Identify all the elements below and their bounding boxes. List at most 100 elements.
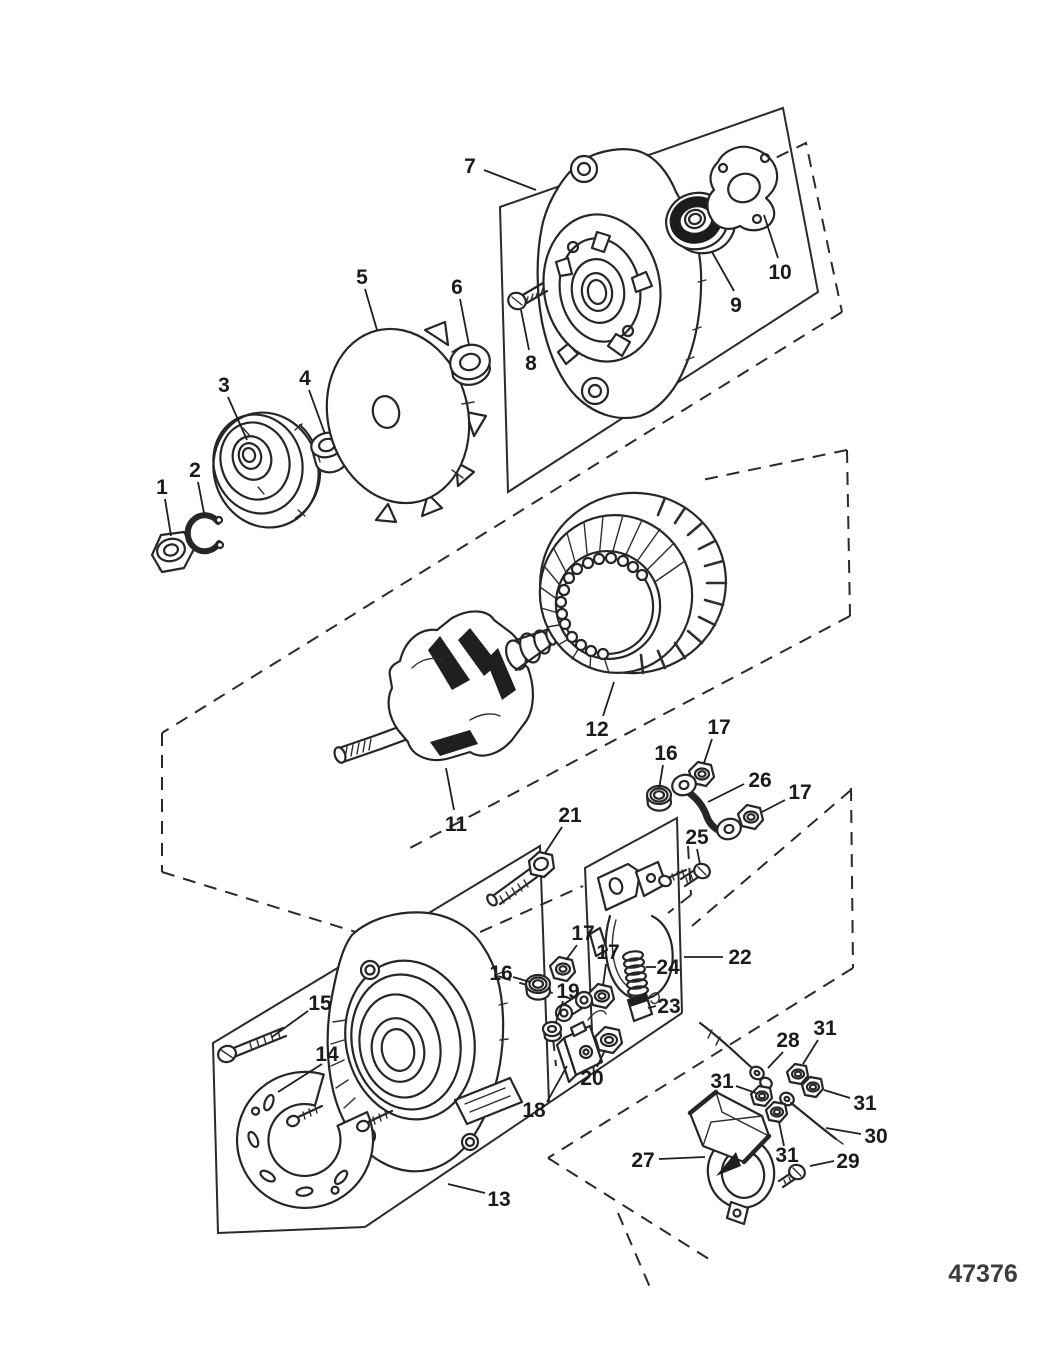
callout-label-31-36: 31 xyxy=(775,1144,799,1167)
cover-panel-dashed xyxy=(547,787,854,1293)
part-31-nut xyxy=(800,1075,825,1099)
callout-label-25-19: 25 xyxy=(685,826,709,849)
callout-label-10-9: 10 xyxy=(768,261,791,284)
callout-label-11-10: 11 xyxy=(445,813,468,836)
callout-leader-2-1 xyxy=(197,481,205,514)
part-25-screw xyxy=(679,862,711,888)
callout-leader-17-25 xyxy=(602,963,607,987)
callout-leader-28-31 xyxy=(767,1051,784,1069)
callout-leader-12-11 xyxy=(602,681,615,717)
callout-label-29-37: 29 xyxy=(836,1150,859,1173)
part-5-fan xyxy=(325,320,488,524)
part-3-pulley xyxy=(212,411,322,529)
callout-leader-16-15 xyxy=(658,764,664,790)
callout-label-4-3: 4 xyxy=(299,367,311,390)
callout-leader-20-28 xyxy=(596,1049,606,1068)
callout-label-30-35: 30 xyxy=(864,1125,887,1148)
callout-label-6-5: 6 xyxy=(451,276,463,299)
callout-label-13-12: 13 xyxy=(487,1188,510,1211)
callout-leader-6-5 xyxy=(459,298,470,346)
callout-leader-26-17 xyxy=(707,783,745,803)
parts-layer xyxy=(150,145,844,1226)
callout-label-21-20: 21 xyxy=(558,804,582,827)
part-26-link-strap xyxy=(671,773,742,841)
rear-housing-panel xyxy=(211,844,683,1235)
callout-label-26-17: 26 xyxy=(748,769,771,792)
callout-leader-31-33 xyxy=(735,1085,757,1094)
figure-number: 47376 xyxy=(948,1260,1018,1288)
part-23-brush xyxy=(626,992,660,1023)
callout-label-28-31: 28 xyxy=(776,1029,800,1052)
callout-leader-1-0 xyxy=(164,498,172,537)
callout-label-15-14: 15 xyxy=(308,992,332,1015)
callout-label-1-0: 1 xyxy=(156,476,168,499)
part-6-collar xyxy=(449,343,492,386)
callout-leader-31-32 xyxy=(802,1039,819,1065)
part-16-nut xyxy=(524,973,552,1001)
callout-label-9-8: 9 xyxy=(730,294,742,317)
callout-label-27-30: 27 xyxy=(631,1149,654,1172)
callout-label-8-7: 8 xyxy=(525,352,537,375)
part-2-lock-ring xyxy=(184,512,225,555)
callout-label-18-29: 18 xyxy=(522,1099,546,1122)
callout-label-17-24: 17 xyxy=(571,922,594,945)
callout-label-5-4: 5 xyxy=(356,266,368,289)
part-13-rear-housing xyxy=(326,911,524,1173)
callout-leader-15-14 xyxy=(271,1010,309,1038)
callout-label-20-28: 20 xyxy=(580,1067,603,1090)
front-housing-panel xyxy=(498,106,820,494)
callout-leader-18-29 xyxy=(546,1065,568,1103)
part-8-screw xyxy=(507,281,549,311)
part-30-lead-wire xyxy=(779,1091,844,1145)
callout-label-17-16: 17 xyxy=(707,716,730,739)
part-31-nut xyxy=(749,1084,774,1108)
panel-boxes xyxy=(161,106,854,1293)
callout-leader-29-37 xyxy=(809,1160,835,1167)
callout-label-24-22: 24 xyxy=(656,956,680,979)
callout-leader-17-16 xyxy=(703,738,713,764)
callout-leader-5-4 xyxy=(364,288,378,331)
part-15-screw-long xyxy=(217,1026,288,1064)
part-1-pulley-nut xyxy=(150,530,196,574)
callout-label-19-27: 19 xyxy=(556,980,579,1003)
part-24-brush-spring xyxy=(621,950,650,997)
part-17-nut xyxy=(736,803,765,831)
callout-leader-7-6 xyxy=(483,169,537,191)
part-7-front-housing xyxy=(536,148,709,420)
part-14-rectifier-plate xyxy=(236,1070,375,1210)
callout-label-7-6: 7 xyxy=(464,155,476,178)
callout-leader-11-10 xyxy=(445,767,455,811)
part-10-bearing-retainer xyxy=(706,145,779,232)
callout-label-14-13: 14 xyxy=(315,1043,339,1066)
callout-label-3-2: 3 xyxy=(218,374,230,397)
part-31-nut xyxy=(785,1062,810,1086)
callout-leader-25-19 xyxy=(696,848,701,865)
part-18-brush-holder xyxy=(555,1009,607,1084)
callout-leader-30-35 xyxy=(825,1127,862,1135)
callout-leader-9-8 xyxy=(711,251,735,292)
callout-leader-13-12 xyxy=(447,1183,486,1194)
part-20-nut xyxy=(593,1025,624,1055)
part-16-nut xyxy=(645,784,673,812)
callout-label-22-21: 22 xyxy=(728,946,751,969)
callout-leader-19-27 xyxy=(555,1000,564,1023)
callout-leader-3-2 xyxy=(227,396,248,441)
stator-panel-dashed xyxy=(409,449,851,849)
callout-leader-31-36 xyxy=(778,1121,785,1147)
stator-winding-bumps xyxy=(554,551,649,661)
part-9-bearing xyxy=(665,191,736,255)
callout-label-17-25: 17 xyxy=(596,941,619,964)
callout-label-16-15: 16 xyxy=(654,742,677,765)
callout-leader-8-7 xyxy=(520,309,530,351)
part-22-regulator-assembly xyxy=(588,860,688,1001)
callout-label-23-23: 23 xyxy=(657,995,680,1018)
part-12-stator xyxy=(538,491,728,675)
part-31-nut xyxy=(764,1100,789,1124)
part-21-through-bolt xyxy=(486,850,556,907)
callout-leader-10-9 xyxy=(763,214,779,259)
callout-label-31-32: 31 xyxy=(813,1017,837,1040)
callout-label-17-18: 17 xyxy=(788,781,811,804)
